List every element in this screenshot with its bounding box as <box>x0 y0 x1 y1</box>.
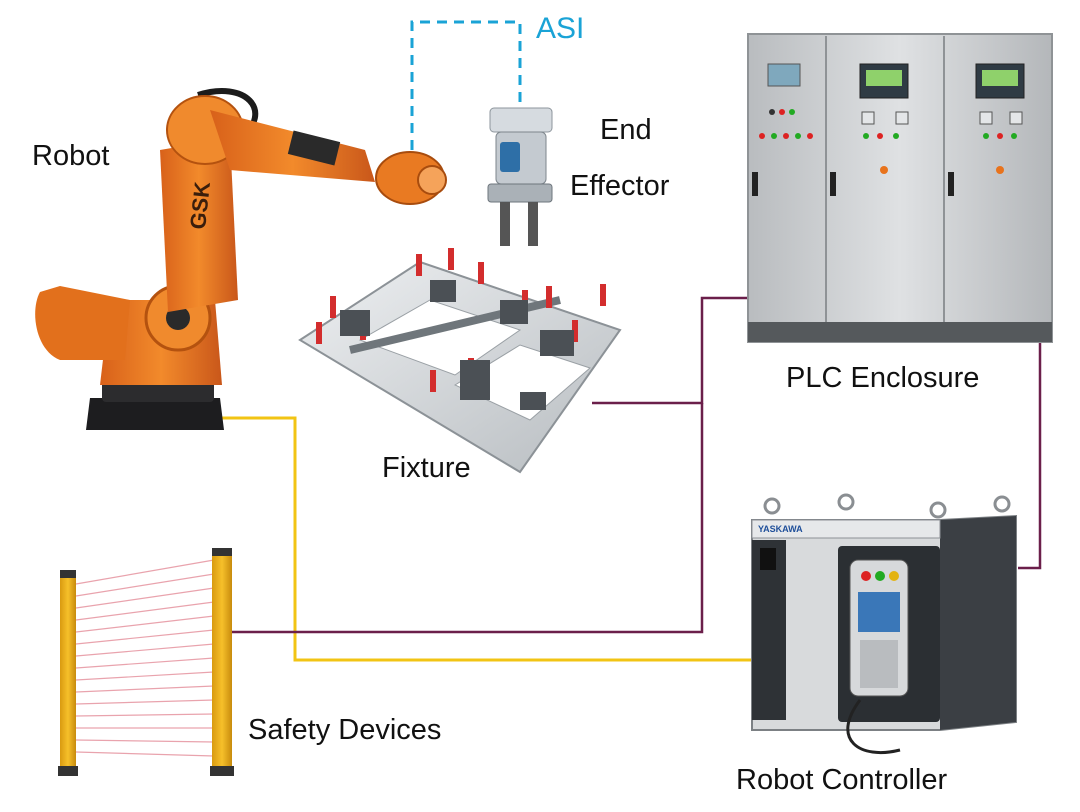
curtain-plc-link <box>232 403 704 634</box>
light-curtain-icon <box>58 548 234 776</box>
robot-label: Robot <box>32 140 110 172</box>
fixture-label: Fixture <box>382 452 471 484</box>
robot-controller-label: Robot Controller <box>736 764 948 796</box>
robot-controller-icon: YASKAWA <box>751 493 1017 755</box>
industrial-robot-icon: GSK <box>35 88 447 430</box>
controller-brand-mark: YASKAWA <box>758 524 803 534</box>
asi-link <box>410 20 522 150</box>
fixture-plc-link <box>592 296 752 405</box>
connection-lines <box>222 20 1042 662</box>
plc-cabinet-icon <box>747 33 1053 343</box>
safety-devices-label: Safety Devices <box>248 714 442 746</box>
robot-brand-mark: GSK <box>185 180 215 230</box>
safety-link <box>222 416 752 662</box>
end-effector-label-line1: End <box>600 114 652 146</box>
plc-controller-link <box>1018 340 1042 570</box>
plc-enclosure-label: PLC Enclosure <box>786 362 980 394</box>
end-effector-label-line2: Effector <box>570 170 670 202</box>
fixture-icon <box>298 248 622 474</box>
asi-label: ASI <box>536 12 585 45</box>
gripper-icon <box>487 107 553 246</box>
